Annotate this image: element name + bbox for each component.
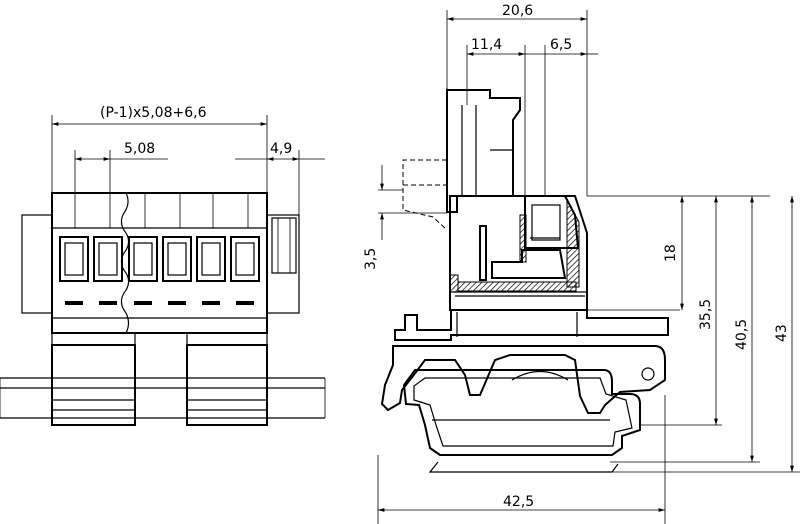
terminal-windows: [59, 236, 260, 282]
release-slots: [65, 301, 254, 305]
mounting-feet-front: [51, 332, 268, 426]
plug-outline-dashed: [402, 88, 448, 231]
terminal-window: [93, 236, 123, 282]
dim-side-bottom: 42,5: [503, 494, 534, 510]
terminal-block-body: [449, 195, 588, 311]
dim-side-h43: 43: [774, 324, 790, 342]
dim-side-right: 6,5: [550, 37, 572, 53]
side-extension-lines: [377, 10, 800, 524]
terminal-window: [128, 236, 158, 282]
dim-side-h355: 35,5: [698, 299, 714, 330]
dim-side-left-small: 3,5: [363, 248, 379, 270]
din-rail-front: [0, 377, 326, 419]
terminal-housing-front: [51, 192, 268, 334]
terminal-window: [59, 236, 89, 282]
base-plate: [394, 309, 669, 341]
dim-side-h405: 40,5: [734, 319, 750, 350]
terminal-window: [196, 236, 226, 282]
front-dimensions: [51, 115, 325, 215]
terminal-window: [162, 236, 192, 282]
plug-body: [446, 89, 521, 213]
dim-side-top: 20,6: [502, 3, 533, 19]
front-view: (P-1)x5,08+6,6 5,08 4,9: [0, 105, 326, 426]
dim-side-mid: 11,4: [471, 37, 502, 53]
terminal-window: [230, 236, 260, 282]
din-rail-side: [402, 369, 641, 473]
pitch-separators: [74, 193, 249, 228]
side-view: 20,6 11,4 6,5 3,5 18 35,5 40,5 43 42,5: [363, 3, 800, 524]
dim-front-total: (P-1)x5,08+6,6: [100, 105, 207, 121]
dim-front-side: 4,9: [270, 141, 292, 157]
end-plate-right: [266, 214, 300, 314]
dim-front-pitch: 5,08: [124, 141, 155, 157]
end-cap-left: [21, 214, 53, 314]
dim-side-h18: 18: [663, 244, 679, 262]
side-dimension-lines: [378, 17, 794, 512]
